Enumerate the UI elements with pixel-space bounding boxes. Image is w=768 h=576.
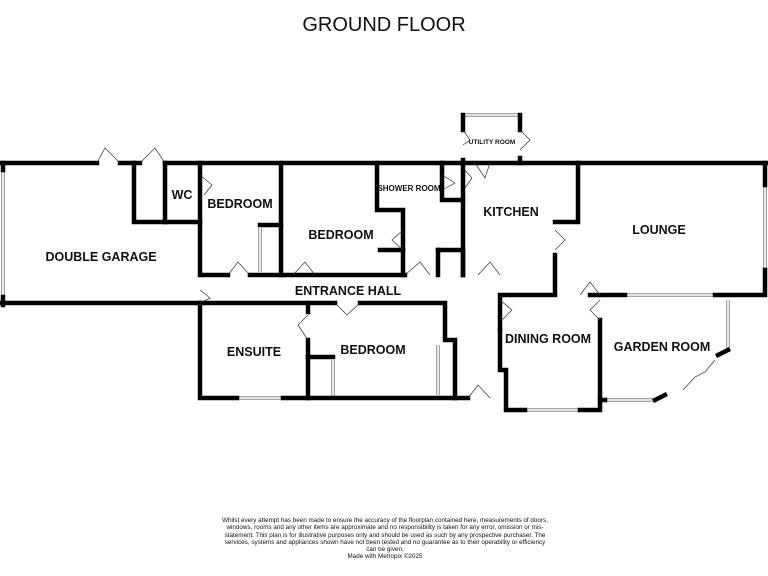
door-swing	[199, 289, 211, 304]
door-swing	[589, 299, 601, 321]
disclaimer-text: Whilst every attempt has been made to en…	[222, 517, 548, 554]
door-swing	[462, 129, 471, 146]
room-label-kitchen: KITCHEN	[483, 205, 539, 219]
disclaimer: Whilst every attempt has been made to en…	[220, 517, 550, 561]
room-label-garden-room: GARDEN ROOM	[614, 340, 711, 354]
door-swing	[474, 162, 491, 179]
wall	[714, 346, 732, 359]
room-label-double-garage: DOUBLE GARAGE	[45, 250, 156, 264]
door-swing	[441, 174, 456, 191]
door-swing	[404, 261, 431, 276]
room-label-shower-room: SHOWER ROOM	[377, 184, 440, 193]
credit-text: Made with Metropix ©2025	[347, 553, 423, 561]
room-label-entrance-hall: ENTRANCE HALL	[295, 284, 402, 298]
door-swing	[297, 314, 309, 341]
door-swing	[477, 261, 501, 276]
door-swing	[139, 147, 166, 164]
door-swing	[199, 174, 213, 196]
door-swing	[227, 261, 251, 276]
wall	[435, 247, 466, 278]
door-swing	[519, 129, 531, 151]
room-label-bedroom-1: BEDROOM	[207, 197, 272, 211]
room-label-bedroom-2: BEDROOM	[308, 228, 373, 242]
doors	[96, 129, 716, 399]
room-label-dining-room: DINING ROOM	[505, 332, 591, 346]
door-swing	[292, 261, 316, 276]
room-label-bedroom-3: BEDROOM	[340, 343, 405, 357]
door-swing	[682, 359, 716, 391]
door-swing	[554, 229, 566, 251]
wall	[357, 300, 458, 401]
wall	[651, 391, 669, 404]
room-label-wc: WC	[172, 188, 193, 202]
door-swing	[499, 299, 513, 321]
walls	[0, 112, 768, 413]
floor-title: GROUND FLOOR	[302, 14, 466, 36]
wall	[197, 160, 231, 278]
wall	[552, 160, 581, 225]
wall	[374, 160, 406, 278]
wall	[577, 317, 603, 413]
room-label-ensuite: ENSUITE	[227, 345, 281, 359]
room-label-lounge: LOUNGE	[632, 223, 685, 237]
door-swing	[391, 229, 404, 251]
door-swing	[462, 167, 473, 189]
door-swing	[579, 281, 601, 296]
door-swing	[96, 147, 121, 164]
wall	[497, 252, 558, 333]
wall	[131, 160, 203, 225]
room-label-utility-room: UTILITY ROOM	[469, 139, 515, 146]
wall	[497, 327, 528, 413]
door-swing	[467, 384, 491, 399]
wall	[712, 267, 768, 298]
door-swing	[334, 302, 361, 316]
wall	[197, 300, 240, 401]
